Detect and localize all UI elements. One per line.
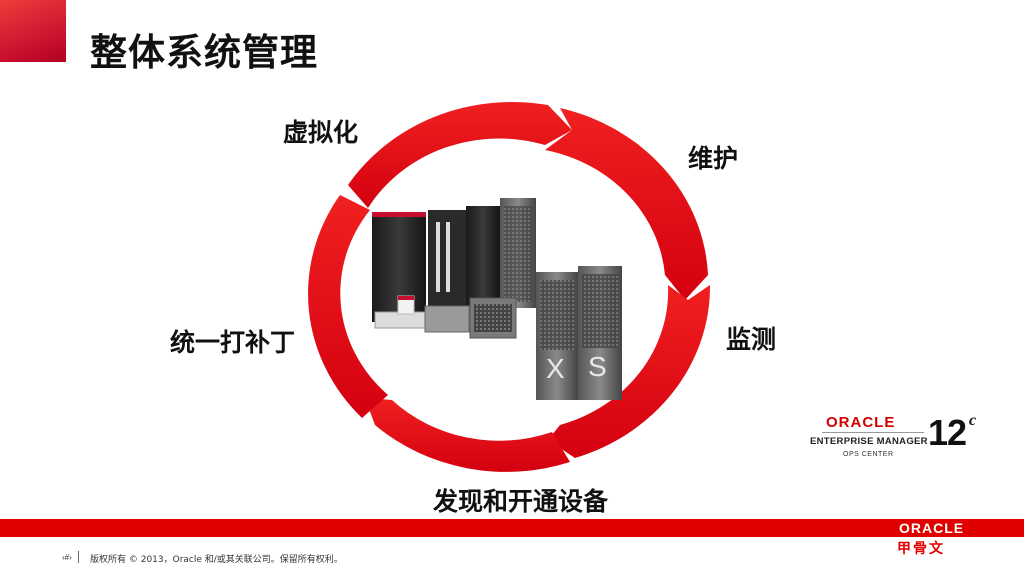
cycle-arc-bottom-right: [548, 285, 711, 458]
footer-oracle-logo: ORACLE: [899, 520, 965, 536]
label-discovery-provisioning: 发现和开通设备: [433, 487, 609, 516]
oem-oracle-wordmark: ORACLE: [826, 414, 896, 431]
rack-letter-s: S: [588, 351, 607, 382]
oem-divider: [822, 432, 924, 433]
oem-version-number: 12: [928, 412, 967, 453]
oem-product-name: ENTERPRISE MANAGER: [810, 436, 928, 447]
label-monitoring: 监测: [726, 325, 777, 354]
label-maintenance: 维护: [688, 144, 739, 173]
rack-letter-x: X: [546, 353, 565, 384]
cycle-arc-top-right: [545, 108, 708, 300]
server-appliance-2: [424, 305, 470, 333]
cycle-arc-top: [348, 101, 572, 208]
footer-oracle-chinese-logo: 甲骨文: [897, 541, 945, 557]
footer-red-bar: [0, 519, 1024, 537]
enterprise-manager-logo: ORACLE ENTERPRISE MANAGER OPS CENTER 12 …: [808, 412, 983, 464]
page-number: ‹#›: [62, 553, 72, 562]
server-hardware-image: X S: [372, 198, 622, 400]
cycle-arc-bottom: [365, 398, 570, 472]
corner-accent-block: [0, 0, 66, 62]
slide-title: 整体系统管理: [90, 31, 318, 74]
cycle-arc-left: [308, 195, 388, 418]
label-unified-patching: 统一打补丁: [170, 328, 296, 357]
server-rack-3: [466, 206, 500, 310]
oem-version-suffix: c: [969, 412, 977, 429]
copyright-notice: 版权所有 © 2013，Oracle 和/或其关联公司。保留所有权利。: [90, 555, 343, 565]
label-virtualization: 虚拟化: [283, 118, 359, 147]
oem-product-subname: OPS CENTER: [843, 451, 894, 458]
footer-separator: [78, 551, 79, 563]
